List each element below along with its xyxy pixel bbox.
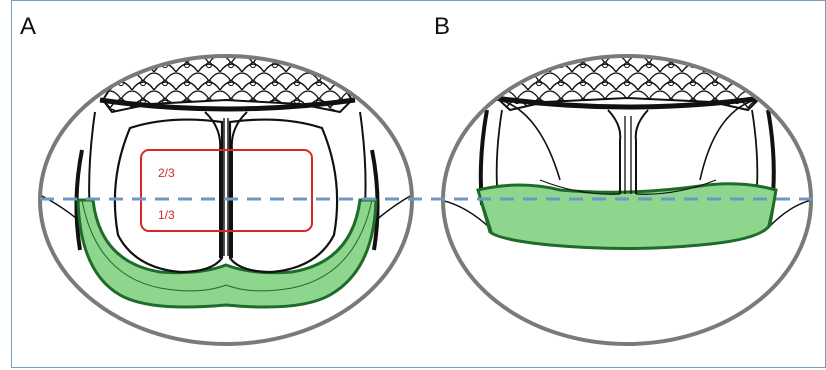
cell-cluster-a	[103, 41, 352, 112]
fluid-layer-b	[478, 184, 776, 249]
drawing-b	[440, 41, 812, 344]
fluid-layer-a	[78, 200, 376, 307]
region-label-lower: 1/3	[158, 208, 175, 222]
drawing-a: 2/3 1/3	[40, 41, 412, 344]
region-label-upper: 2/3	[158, 166, 175, 180]
